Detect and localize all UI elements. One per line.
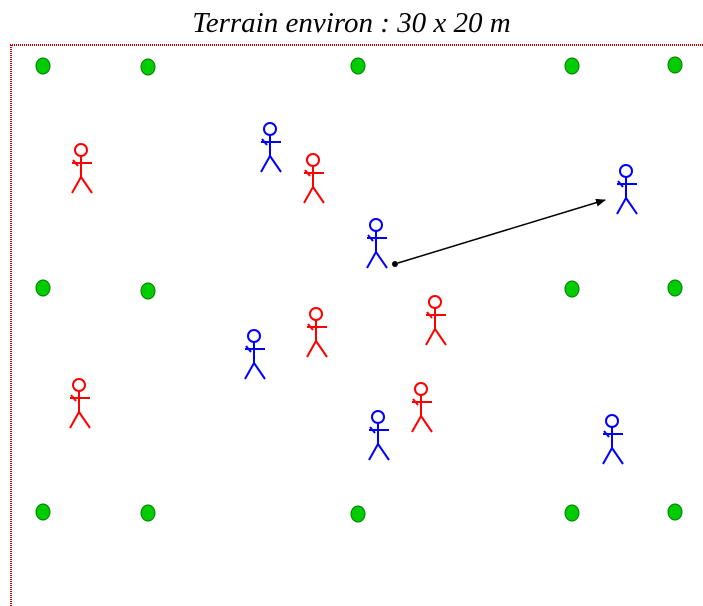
cone bbox=[140, 58, 156, 76]
pass-arrow bbox=[397, 198, 606, 264]
red-player bbox=[69, 378, 91, 429]
cone bbox=[564, 280, 580, 298]
cone bbox=[350, 505, 366, 523]
cone bbox=[35, 57, 51, 75]
cone bbox=[564, 504, 580, 522]
cone bbox=[140, 504, 156, 522]
cones bbox=[35, 56, 683, 523]
red-player bbox=[306, 307, 328, 358]
cone bbox=[667, 56, 683, 74]
blue-player bbox=[260, 122, 282, 173]
cone bbox=[35, 279, 51, 297]
cone bbox=[667, 503, 683, 521]
red-player bbox=[411, 382, 433, 433]
cone bbox=[35, 503, 51, 521]
blue-player bbox=[368, 410, 390, 461]
blue-player-right bbox=[616, 164, 638, 215]
red-player bbox=[71, 143, 93, 194]
cone bbox=[564, 57, 580, 75]
cone bbox=[350, 57, 366, 75]
cone bbox=[140, 282, 156, 300]
ball bbox=[392, 261, 398, 267]
blue-player-center bbox=[366, 218, 388, 269]
red-player bbox=[303, 153, 325, 204]
blue-player bbox=[602, 414, 624, 465]
red-player bbox=[425, 295, 447, 346]
field-title: Terrain environ : 30 x 20 m bbox=[192, 7, 511, 39]
blue-player bbox=[244, 329, 266, 380]
cone bbox=[667, 279, 683, 297]
